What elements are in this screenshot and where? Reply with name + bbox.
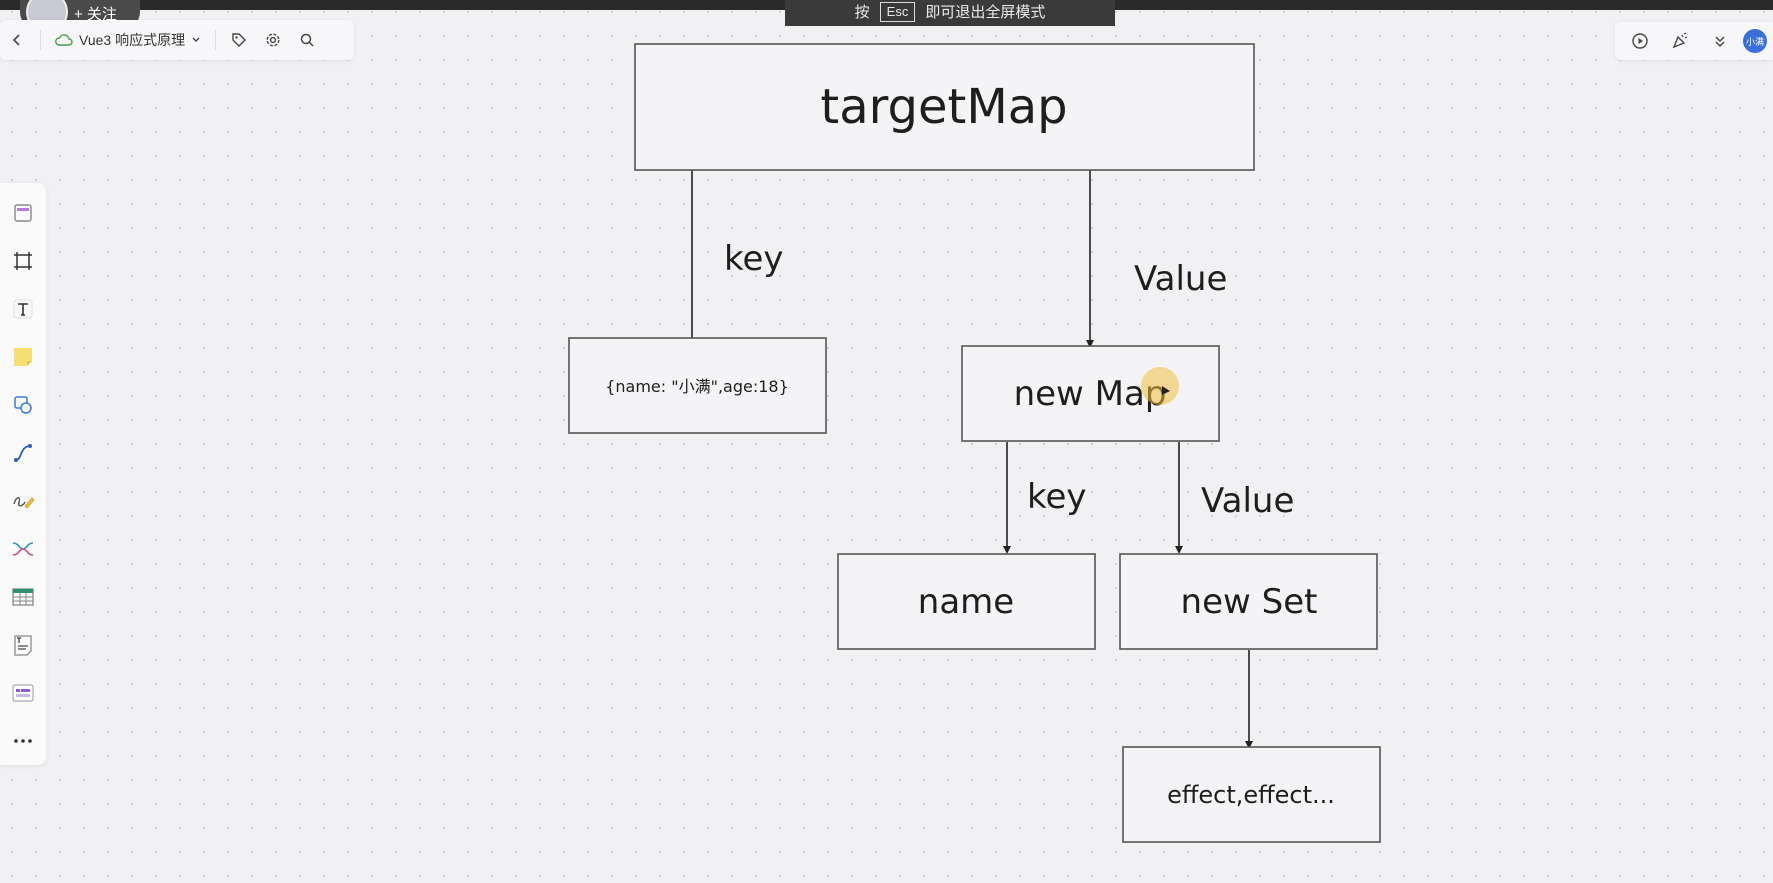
edge-label-value: Value [1134, 259, 1227, 299]
node-effects-box [1122, 746, 1381, 843]
node-name-box [837, 553, 1096, 650]
search-button[interactable] [290, 23, 324, 57]
node-effects[interactable]: effect,effect... [1122, 746, 1381, 843]
node-target-object-label: {name: "小满",age:18} [605, 377, 789, 396]
double-chevron-down-icon [1715, 36, 1725, 47]
node-target-map-box [634, 43, 1255, 171]
follow-label: + 关注 [74, 5, 117, 23]
play-circle-icon [1632, 33, 1648, 49]
search-icon [300, 33, 314, 47]
node-new-set[interactable]: new Set [1119, 553, 1378, 650]
top-toolbar: Vue3 响应式原理 [0, 20, 354, 60]
more-icon [14, 739, 32, 743]
tag-icon [232, 33, 247, 47]
crop-tool[interactable] [6, 243, 40, 279]
divider [40, 30, 41, 50]
back-button[interactable] [0, 23, 34, 57]
node-new-set-label: new Set [1181, 582, 1318, 622]
frame-icon [14, 204, 32, 222]
right-toolbar: 小满 [1615, 22, 1773, 60]
mindmap-tool[interactable] [6, 531, 40, 567]
doc-title: Vue3 响应式原理 [79, 32, 186, 48]
table-icon [12, 588, 34, 606]
esc-suffix: 即可退出全屏模式 [925, 4, 1046, 21]
frame-tool[interactable] [6, 195, 40, 231]
pen-icon [13, 497, 35, 509]
left-toolbar [0, 183, 46, 765]
table-tool[interactable] [6, 579, 40, 615]
fullscreen-exit-banner: 按 Esc 即可退出全屏模式 [785, 0, 1115, 26]
node-new-map[interactable]: new Map [961, 345, 1220, 442]
edge-label-key: key [724, 239, 784, 279]
node-target-map-label: targetMap [820, 79, 1067, 135]
edge-label-value-inner: Value [1201, 481, 1294, 521]
shape-icon [14, 396, 32, 414]
tag-button[interactable] [222, 23, 256, 57]
template-icon [12, 684, 34, 702]
text-card-tool[interactable] [6, 627, 40, 663]
node-new-set-box [1119, 553, 1378, 650]
node-target-map[interactable]: targetMap [634, 43, 1255, 171]
settings-button[interactable] [256, 23, 290, 57]
connector-tool[interactable] [6, 435, 40, 471]
node-target-object-box [568, 337, 827, 434]
template-tool[interactable] [6, 675, 40, 711]
connector-icon [14, 444, 32, 462]
node-effects-label: effect,effect... [1167, 781, 1335, 809]
user-avatar[interactable]: 小满 [1743, 29, 1767, 53]
pointer-highlight [1141, 367, 1179, 405]
divider [215, 30, 217, 50]
more-tools-button[interactable] [6, 723, 40, 759]
node-new-map-label: new Map [1014, 374, 1167, 414]
chevron-left-icon [12, 34, 20, 46]
text-icon [13, 299, 33, 319]
sticky-note-icon [14, 348, 32, 366]
node-target-object[interactable]: {name: "小满",age:18} [568, 337, 827, 434]
expand-button[interactable] [1703, 24, 1737, 58]
cursor-icon [1162, 386, 1170, 395]
shape-tool[interactable] [6, 387, 40, 423]
doc-title-menu[interactable]: Vue3 响应式原理 [47, 30, 209, 50]
text-card-icon [14, 635, 32, 656]
node-name-label: name [918, 582, 1014, 622]
esc-prefix: 按 [854, 4, 870, 21]
chevron-down-icon [192, 37, 200, 42]
edge-label-key-inner: key [1027, 477, 1087, 517]
crop-icon [14, 252, 32, 270]
text-tool[interactable] [6, 291, 40, 327]
present-button[interactable] [1623, 24, 1657, 58]
celebrate-button[interactable] [1663, 24, 1697, 58]
cloud-icon [55, 34, 73, 46]
node-name[interactable]: name [837, 553, 1096, 650]
esc-key: Esc [879, 2, 916, 22]
pen-tool[interactable] [6, 483, 40, 519]
mindmap-icon [12, 542, 34, 556]
sticky-note-tool[interactable] [6, 339, 40, 375]
gear-icon [266, 33, 280, 47]
party-popper-icon [1672, 32, 1688, 49]
